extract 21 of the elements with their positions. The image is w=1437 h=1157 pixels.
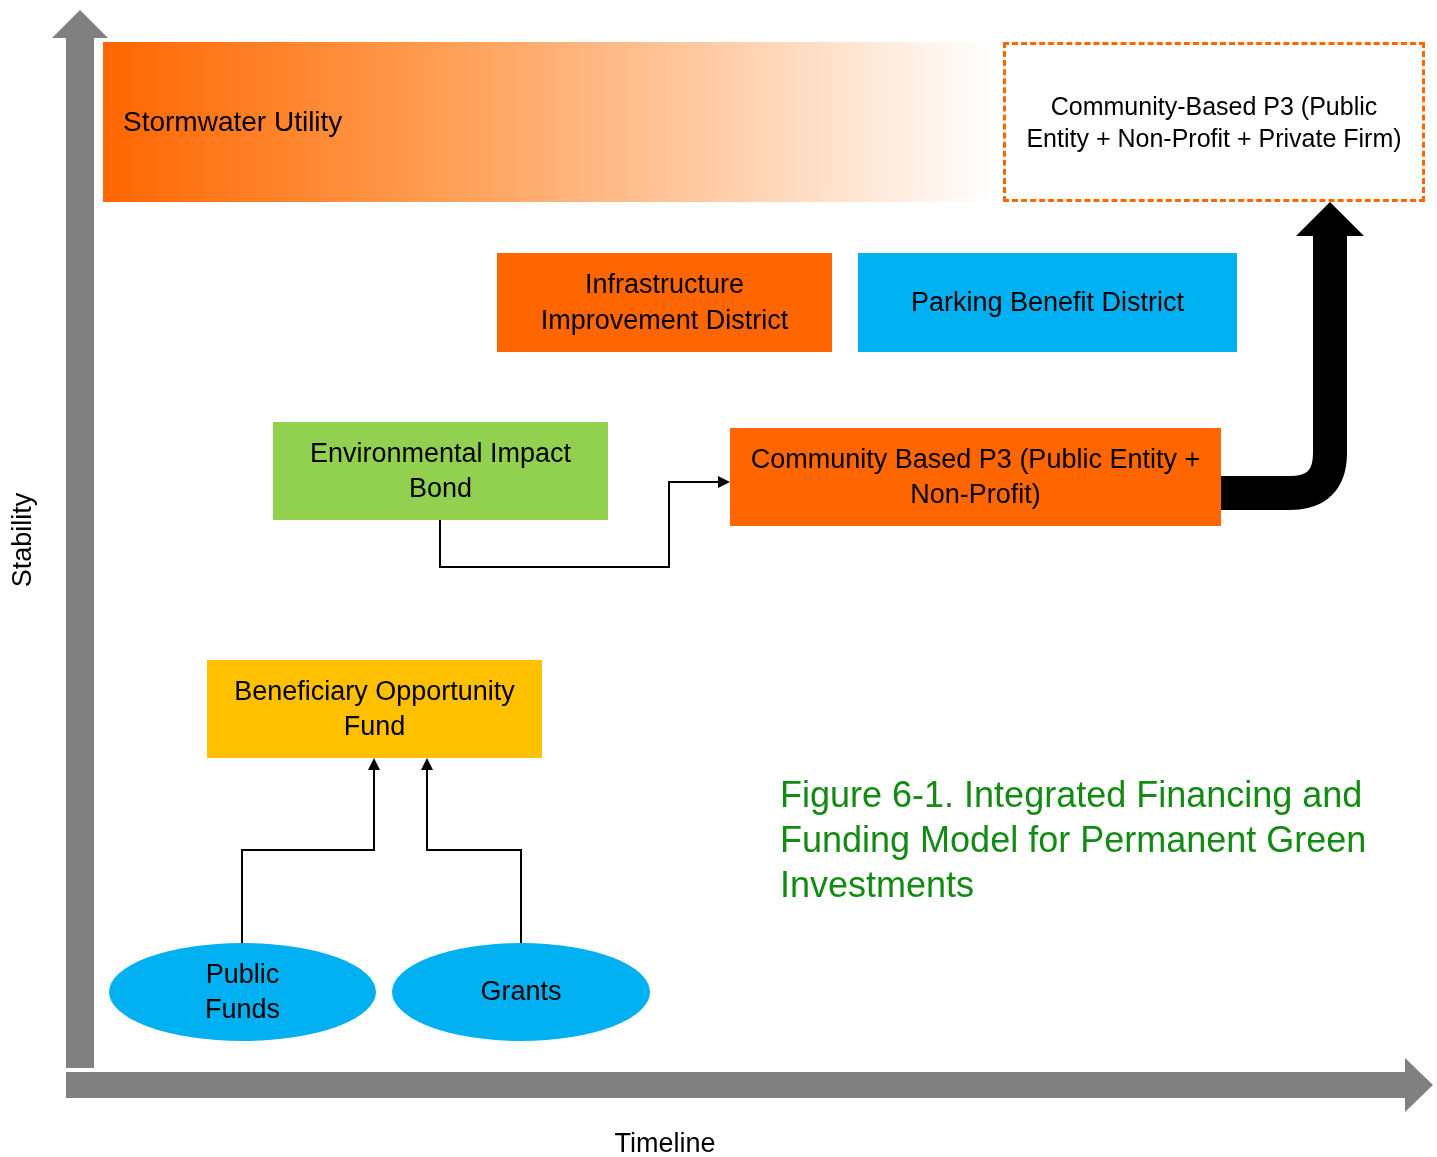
node-label: Community-Based P3 (Public Entity + Non-Profit + Private Firm) bbox=[1025, 90, 1403, 154]
node-label: Parking Benefit District bbox=[910, 285, 1185, 319]
process-box bbox=[273, 422, 608, 520]
node-label: Stormwater Utility bbox=[123, 105, 343, 139]
node-label: Environmental Impact Bond bbox=[308, 436, 573, 505]
node-label: Beneficiary Opportunity Fund bbox=[233, 674, 516, 743]
node-label: Grants bbox=[480, 975, 562, 1009]
arrow bbox=[439, 476, 730, 568]
process-box bbox=[730, 428, 1221, 526]
node-label: Community Based P3 (Public Entity + Non-Profit) bbox=[749, 442, 1202, 511]
node-label: Infrastructure Improvement District bbox=[539, 268, 790, 337]
process-box bbox=[497, 253, 832, 352]
dashed-box bbox=[1003, 42, 1425, 202]
arrow bbox=[241, 758, 380, 944]
node-label: Public Funds bbox=[203, 957, 281, 1026]
process-box bbox=[207, 660, 542, 758]
axis-title: Timeline bbox=[614, 1127, 716, 1157]
process-box bbox=[858, 253, 1237, 352]
figure-caption: Figure 6-1. Integrated Financing and Funding Model for Permanent Green Investments bbox=[780, 773, 1368, 907]
arrow bbox=[421, 758, 522, 944]
axis-title: Stability bbox=[6, 492, 38, 588]
